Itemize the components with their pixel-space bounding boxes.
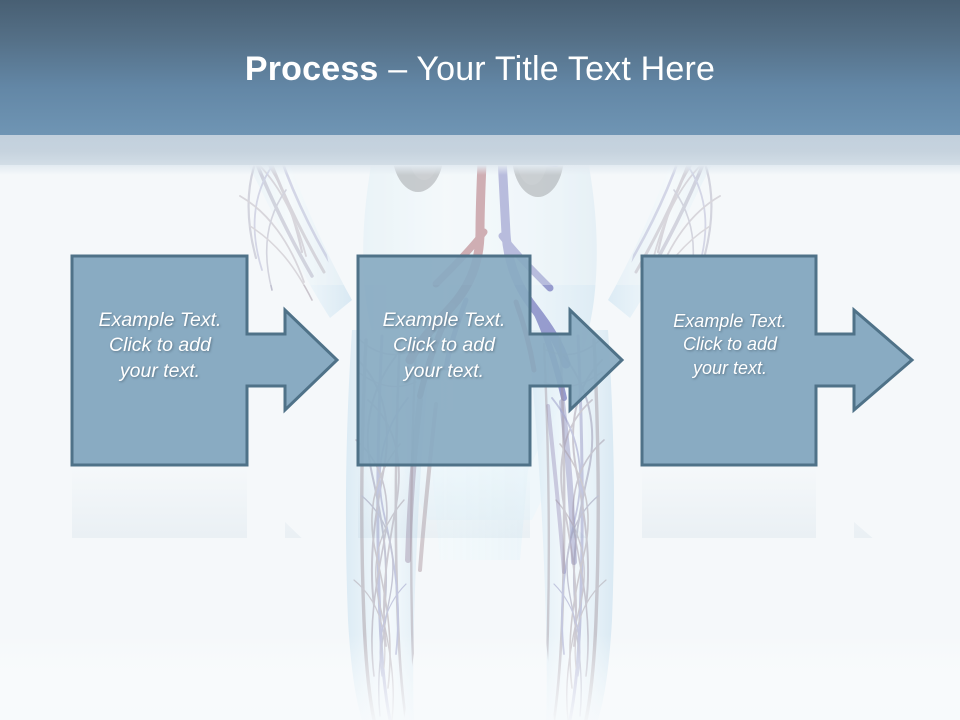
page-title-rest: – Your Title Text Here [378,50,716,88]
step-3-arrow-shape[interactable] [632,248,922,538]
title-band-fade [0,165,960,175]
page-title-strong: Process [244,50,379,88]
step-2-arrow-shape[interactable] [348,248,638,538]
step-1-arrow-shape[interactable] [62,248,352,538]
process-step-1[interactable]: Example Text. Click to add your text. [62,248,352,538]
process-step-3[interactable]: Example Text. Click to add your text. [632,248,922,538]
title-accent-band [0,135,960,165]
process-step-2[interactable]: Example Text. Click to add your text. [348,248,638,538]
page-title: Process – Your Title Text Here [0,49,960,89]
